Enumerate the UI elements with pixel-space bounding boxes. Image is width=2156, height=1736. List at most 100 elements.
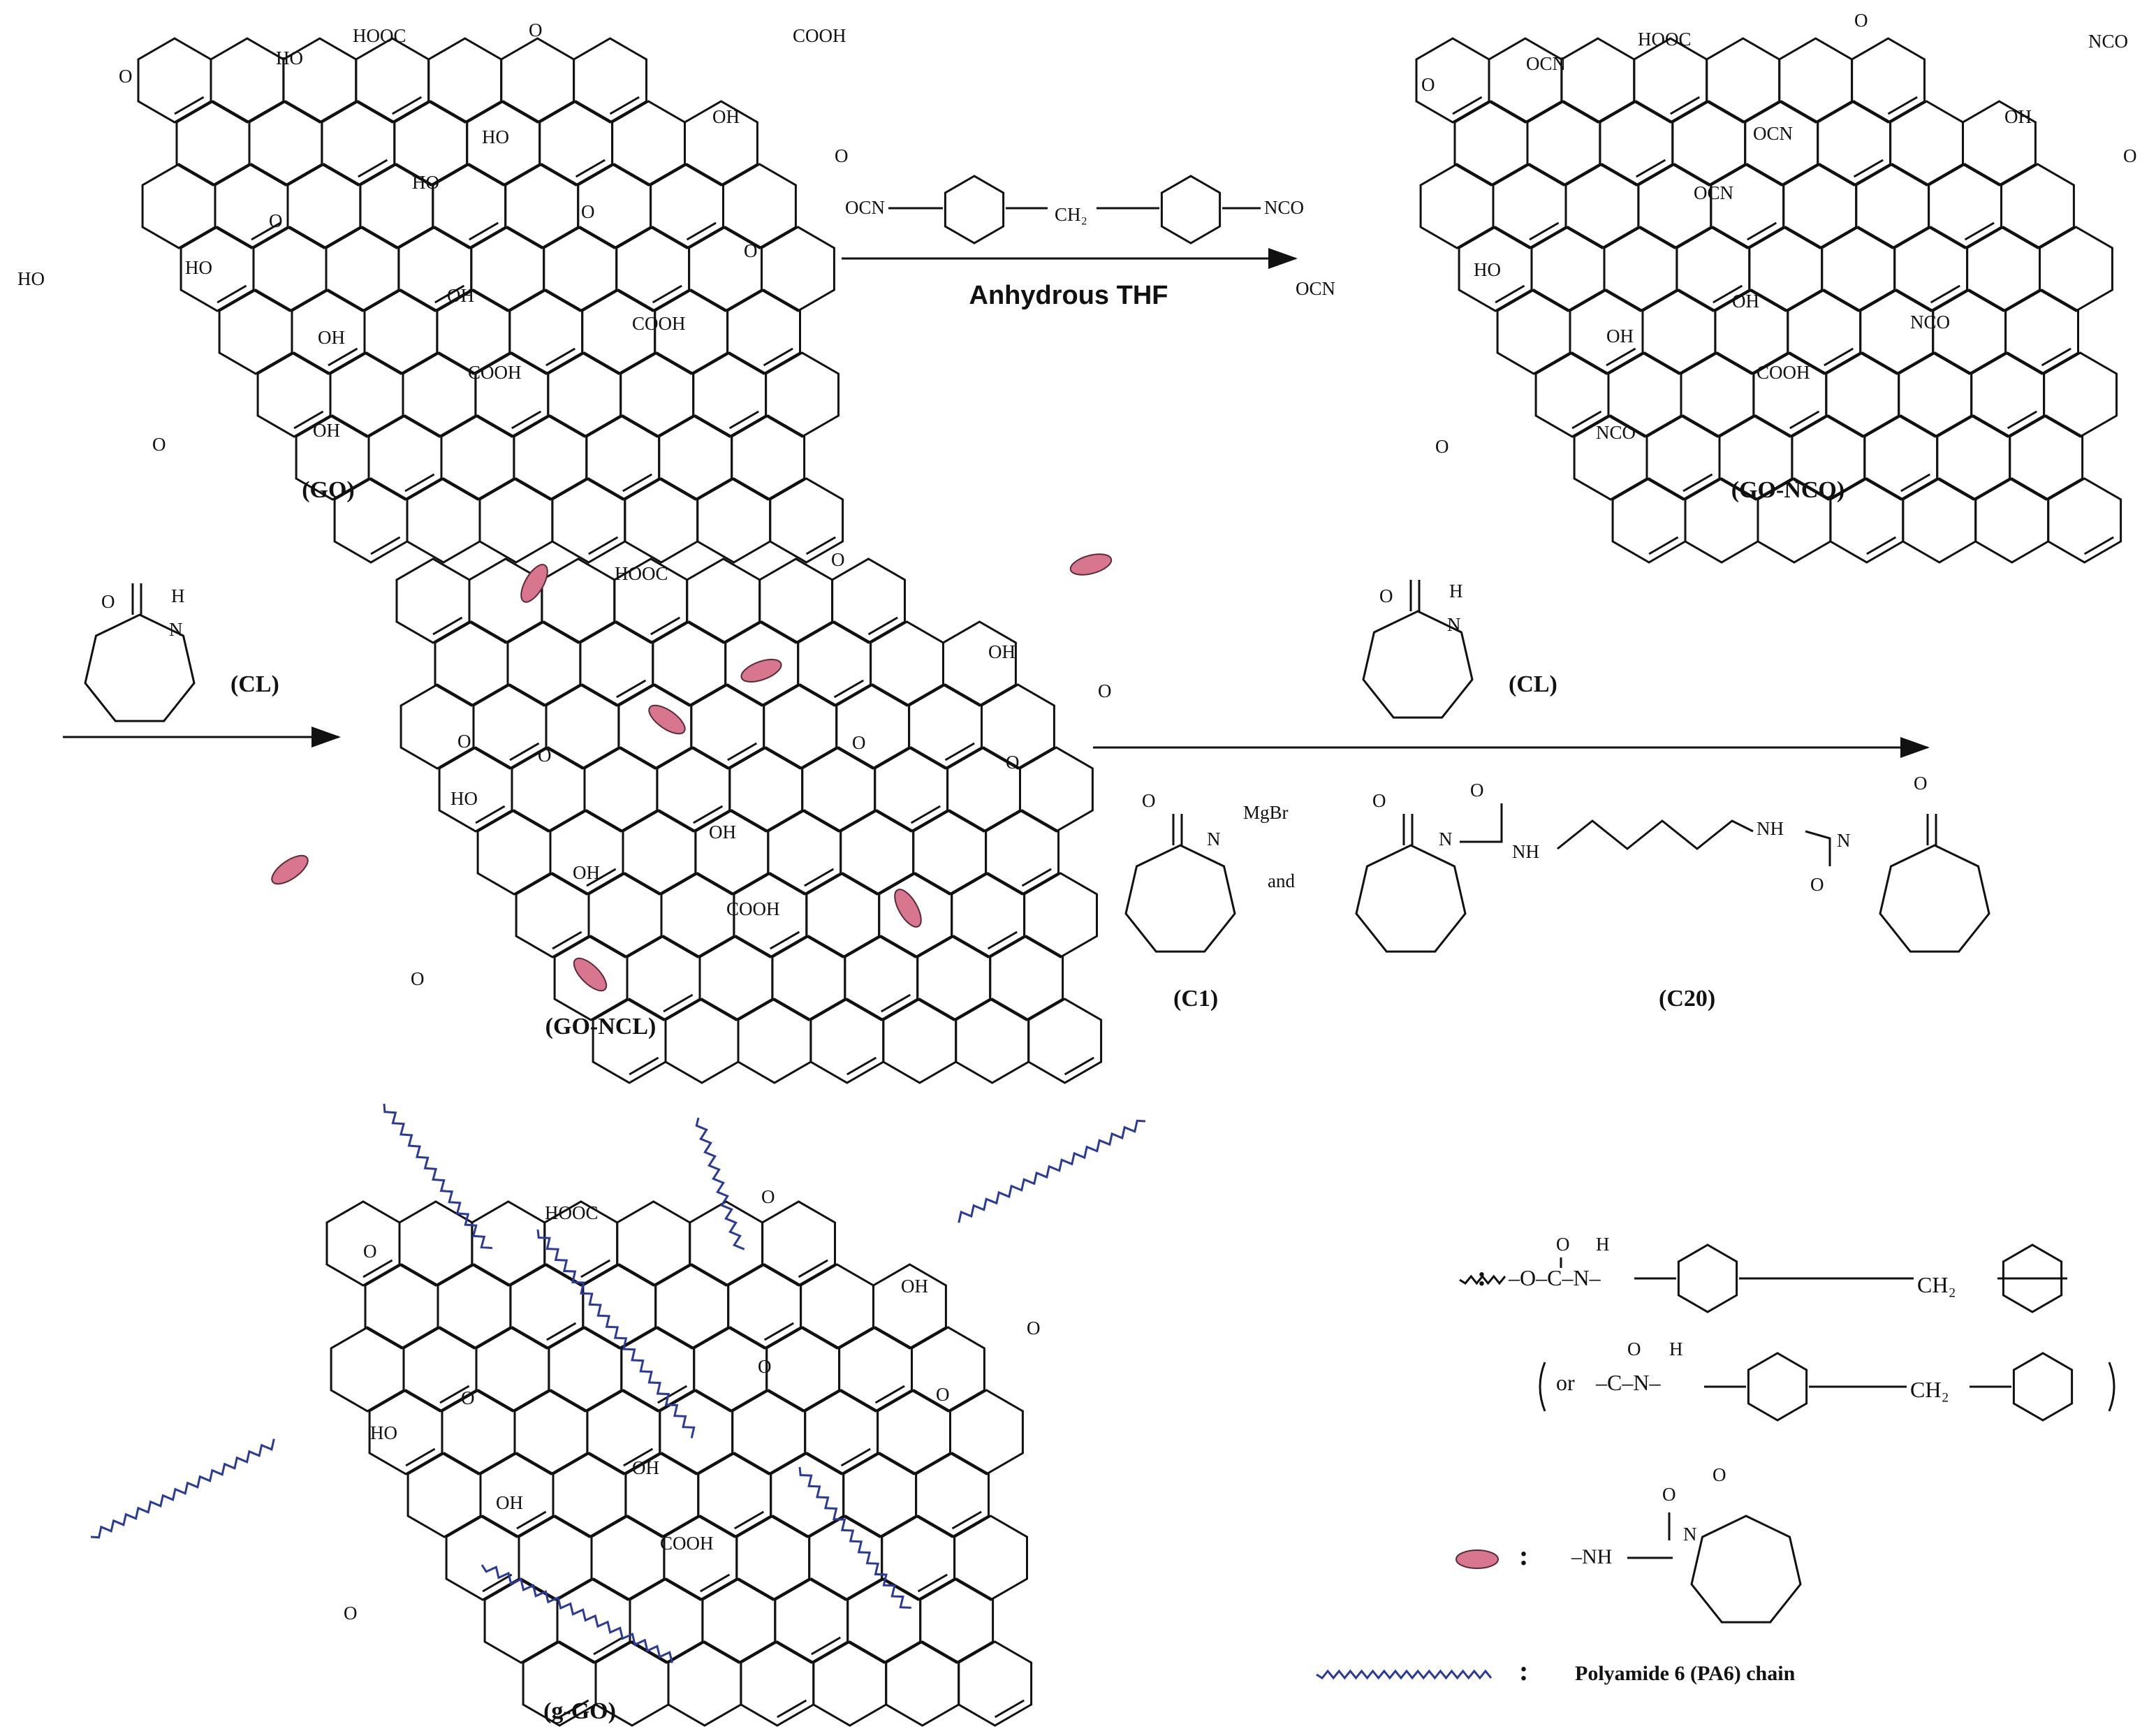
go-ncl-cooh-group: COOH [726,898,780,919]
sheet-double-bond [616,679,647,699]
sheet-double-bond [370,536,401,555]
sheet-double-bond [516,1510,547,1530]
sheet-double-bond [629,1056,659,1076]
c20-o: O [1810,874,1824,895]
sheet-double-bond [559,1699,589,1719]
hexamethylene-chain [1557,819,1754,850]
sheet-double-bond [511,410,542,430]
sheet-double-bond [623,1447,654,1467]
nco-group: NCO [2088,31,2128,52]
pa6-chain [536,1229,696,1438]
legend-separator: : [1519,1540,1528,1571]
label-c1: (C1) [1173,986,1218,1012]
legend-urethane-linker: –O–C–N– [1508,1265,1601,1290]
go-ncl-keto-group: O [1098,680,1112,701]
sheet-double-bond [293,410,324,430]
legend-paren-left [1539,1362,1546,1412]
sheet-double-bond [987,931,1018,950]
c20-nh-right: NH [1757,818,1784,839]
sheet-ring [573,37,647,124]
go-nco-oh-group: OH [1606,326,1634,347]
sheet-ring [985,809,1059,896]
sheet-double-bond [1571,410,1602,430]
sheet-double-bond [770,931,800,950]
sheet-double-bond [1606,347,1636,367]
go-nco-sheet [1415,37,2122,564]
sheet-double-bond [917,1573,948,1593]
nco-group: NCO [1596,422,1636,443]
pa6-chain [958,1119,1146,1223]
sheet-double-bond [2007,410,2037,430]
g-go-epoxy-o: O [461,1387,475,1408]
legend-o: O [1713,1464,1726,1485]
sheet-ring [761,1200,836,1287]
sheet-double-bond [174,96,205,115]
go-ncl-oh-group: OH [709,822,736,843]
sheet-double-bond [652,284,682,304]
go-ncl-oh-group: OH [988,641,1015,662]
c20-n: N [1439,829,1453,849]
sheet-double-bond [763,347,793,367]
legend-o: O [1662,1484,1676,1505]
c20-nh-left: NH [1512,841,1539,862]
sheet-double-bond [874,1385,905,1404]
sheet-ring [958,1640,1033,1727]
sheet-double-bond [686,221,717,241]
lactam-ellipse [648,704,686,735]
sheet-ring [1027,998,1103,1084]
go-cooh-group: COOH [468,362,522,383]
sheet-double-bond [475,805,506,824]
sheet-double-bond [881,993,911,1013]
c20-bond [1805,830,1831,866]
condition-anhydrous-thf: Anhydrous THF [969,281,1168,310]
and-joiner: and [1268,870,1295,891]
reaction-3: O H N (CL) O N MgBr and (C1) O O N NH NH… [1093,580,1990,1012]
go-functional-groups: HO HOOC O COOH OH HO O HO O O O HO HO OH… [17,20,849,455]
sheet-ring [2004,289,2079,375]
cl-o: O [101,591,115,612]
lactam-ring [84,613,196,722]
pa6-chain [90,1438,275,1539]
legend-benzene-ring [1677,1243,1738,1313]
nco-group: NCO [1910,312,1950,333]
go-oh-group: HO [17,268,45,289]
sheet-double-bond [944,742,975,761]
sheet-ring [1023,872,1098,958]
go-sheet [137,37,844,564]
sheet-double-bond [763,1322,794,1341]
sheet-double-bond [1853,159,1884,178]
c20-bond [1460,803,1503,843]
lactam-ellipse [520,564,548,603]
go-keto-group: O [529,20,543,41]
sheet-double-bond [804,868,835,887]
go-nco-keto-group: O [1435,436,1449,457]
sheet-double-bond [1064,1056,1094,1076]
lactam-ellipse [740,659,782,683]
c20-o: O [1470,780,1484,801]
g-go-oh-group: HO [370,1422,397,1443]
go-ncl-functional-groups: HOOC O OH O O O O O HO OH OH COOH O [411,549,1112,989]
nco-group: OCN [1694,182,1733,203]
go-oh-group: HO [482,126,509,147]
legend-separator: : [1477,1260,1486,1292]
c1-catalyst-structure [1124,814,1236,953]
c1-n: N [1207,829,1221,849]
go-oh-group: HO [412,172,439,193]
sheet-ring [2047,477,2122,564]
lactam-ring [1362,610,1474,719]
sheet-double-bond [552,931,582,950]
legend-pa6-label: Polyamide 6 (PA6) chain [1575,1662,1796,1685]
cl-h: H [1449,581,1463,601]
mdi-benzene-ring [1160,175,1222,245]
sheet-double-bond [404,473,435,493]
go-epoxy-o: O [581,201,595,222]
nco-group: OCN [1526,53,1566,74]
sheet-double-bond [439,1385,470,1404]
sheet-double-bond [217,284,247,304]
sheet-double-bond [700,1573,731,1593]
go-oh-group: HO [276,48,303,68]
legend-ch2: CH₂ [1917,1272,1956,1297]
go-epoxy-o: O [119,66,133,87]
sheet-double-bond [777,1699,807,1719]
